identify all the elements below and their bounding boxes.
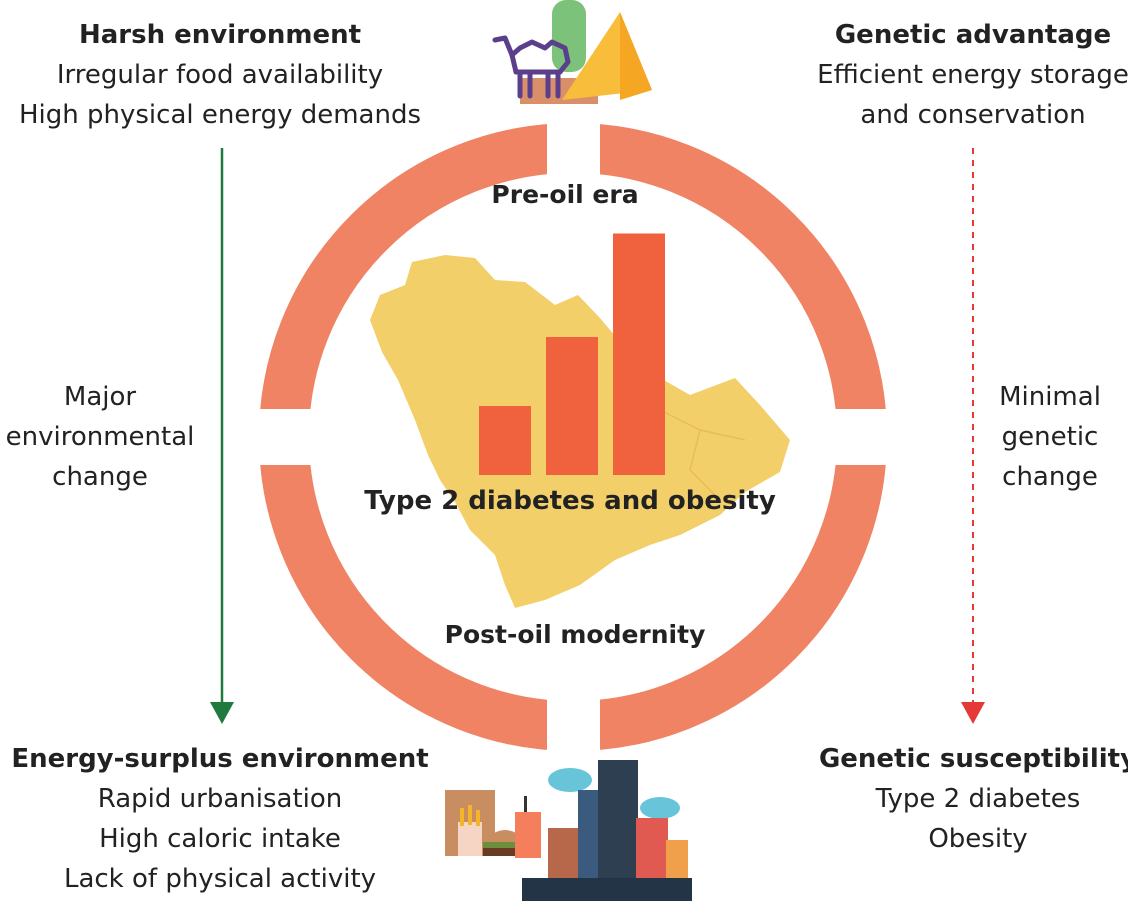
side-label-line: change bbox=[1002, 462, 1098, 492]
environment-arrow-head bbox=[210, 702, 234, 724]
side-label-line: genetic bbox=[1001, 422, 1099, 452]
energy-surplus-heading: Energy-surplus environment bbox=[11, 744, 429, 774]
pre-oil-era-label: Pre-oil era bbox=[491, 180, 639, 209]
genetic-susceptibility-heading: Genetic susceptibility bbox=[818, 744, 1128, 774]
genetic-advantage-heading: Genetic advantage bbox=[834, 20, 1112, 50]
city-fastfood-icon bbox=[445, 760, 692, 901]
side-label-line: Minimal bbox=[999, 382, 1101, 412]
minimal-genetic-change-label: Minimal genetic change bbox=[960, 377, 1128, 497]
desert-camel-cactus-pyramid-icon bbox=[492, 0, 652, 104]
bar-2 bbox=[546, 337, 598, 475]
genetic-susceptibility-line: Type 2 diabetes bbox=[875, 784, 1081, 814]
energy-surplus-line: High caloric intake bbox=[99, 824, 341, 854]
genetic-susceptibility-line: Obesity bbox=[928, 824, 1028, 854]
major-environmental-change-label: Major environmental change bbox=[0, 377, 200, 497]
bar-1 bbox=[479, 406, 531, 475]
harsh-environment-line: High physical energy demands bbox=[18, 100, 422, 130]
harsh-environment-line: Irregular food availability bbox=[56, 60, 384, 90]
harsh-environment-block: Harsh environment Irregular food availab… bbox=[10, 15, 430, 135]
bar-3 bbox=[613, 233, 665, 475]
side-label-line: change bbox=[52, 462, 148, 492]
harsh-environment-heading: Harsh environment bbox=[78, 20, 362, 50]
energy-surplus-block: Energy-surplus environment Rapid urbanis… bbox=[10, 739, 430, 899]
side-label-line: environmental bbox=[5, 422, 195, 452]
diabetes-obesity-label: Type 2 diabetes and obesity bbox=[364, 486, 776, 516]
post-oil-modernity-label: Post-oil modernity bbox=[444, 620, 706, 649]
genetic-advantage-block: Genetic advantage Efficient energy stora… bbox=[808, 15, 1128, 135]
genetic-susceptibility-block: Genetic susceptibility Type 2 diabetes O… bbox=[818, 739, 1128, 859]
genetic-advantage-line: Efficient energy storage bbox=[817, 60, 1128, 90]
energy-surplus-line: Rapid urbanisation bbox=[97, 784, 343, 814]
genetic-advantage-line: and conservation bbox=[860, 100, 1086, 130]
bar-group bbox=[479, 233, 665, 475]
side-label-line: Major bbox=[63, 382, 137, 412]
genetic-arrow-head bbox=[961, 702, 985, 724]
energy-surplus-line: Lack of physical activity bbox=[63, 864, 377, 894]
